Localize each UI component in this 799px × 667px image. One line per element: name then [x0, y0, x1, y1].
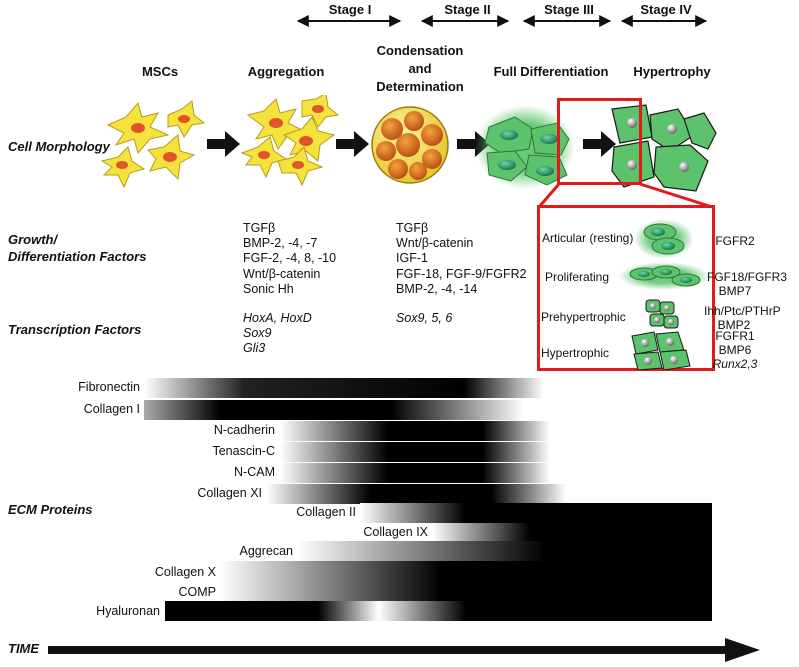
stage-2-label: Stage II: [444, 2, 491, 17]
ecm-label-collagen-ii: Collagen II: [296, 505, 356, 519]
ecm-bar-hyaluronan: [165, 601, 712, 621]
tf-agg-1: HoxA, HoxD: [243, 311, 312, 325]
zone-proliferating-factor-2: BMP7: [718, 284, 752, 298]
zone-cell-art: [618, 219, 710, 370]
gf-agg-4: Wnt/β-catenin: [243, 266, 321, 281]
growth-factors-aggregation: TGFβ BMP-2, -4, -7 FGF-2, -4, 8, -10 Wnt…: [243, 221, 336, 297]
zone-proliferating-label: Proliferating: [545, 270, 610, 284]
phase-condensation-2: and: [408, 61, 432, 76]
row-growth-2: Differentiation Factors: [8, 249, 147, 264]
cell-morphology-art: [100, 95, 717, 192]
phase-full-differentiation: Full Differentiation: [493, 64, 609, 79]
ecm-bar-collagen-i: [144, 400, 524, 420]
transcription-factors-aggregation: HoxA, HoxD Sox9 Gli3: [243, 311, 312, 357]
gf-cond-2: Wnt/β-catenin: [396, 236, 474, 251]
phase-aggregation: Aggregation: [247, 64, 325, 79]
gf-cond-1: TGFβ: [396, 221, 429, 235]
row-time: TIME: [8, 641, 40, 656]
ecm-bar-fibronectin: [144, 378, 544, 398]
gf-agg-1: TGFβ: [243, 221, 276, 235]
row-ecm: ECM Proteins: [8, 502, 93, 517]
gf-agg-2: BMP-2, -4, -7: [243, 236, 318, 251]
phase-condensation-3: Determination: [376, 79, 464, 94]
zone-hypertrophic-factor-3: Runx2,3: [712, 357, 758, 371]
msc-cells: [100, 100, 206, 189]
ecm-label-collagen-xi: Collagen XI: [197, 486, 262, 500]
morph-arrow-4: [583, 131, 616, 157]
morph-arrow-1: [207, 131, 240, 157]
ecm-bar-n-cadherin: [280, 421, 550, 441]
ecm-bar-aggrecan: [297, 541, 712, 561]
tf-cond-1: Sox9, 5, 6: [396, 311, 453, 325]
gf-cond-3: IGF-1: [396, 251, 428, 266]
hypertrophic-cells: [611, 104, 717, 192]
ecm-label-collagen-i: Collagen I: [83, 402, 140, 416]
ecm-bar-tenascin-c: [280, 442, 550, 462]
zone-hypertrophic-label: Hypertrophic: [541, 346, 610, 360]
ecm-label-tenascin-c: Tenascin-C: [212, 444, 275, 458]
tf-agg-3: Gli3: [243, 341, 266, 356]
highlight-box-small: [557, 98, 642, 185]
zone-hypertrophic-factor-2: BMP6: [718, 343, 752, 357]
aggregation-cells: [240, 95, 340, 187]
zone-articular-factor-1: FGFR2: [715, 234, 755, 248]
ecm-label-comp: COMP: [178, 585, 217, 599]
ecm-bar-comp: [220, 581, 712, 601]
zone-hypertrophic-factor-1: FGFR1: [715, 329, 755, 343]
ecm-label-collagen-x: Collagen X: [154, 565, 216, 579]
gf-cond-4: FGF-18, FGF-9/FGFR2: [396, 266, 527, 281]
ecm-bar-n-cam: [280, 463, 550, 483]
growth-plate-zones-box: [537, 205, 715, 371]
zone-articular-label: Articular (resting): [542, 231, 634, 245]
row-cell-morphology: Cell Morphology: [8, 139, 110, 154]
ecm-label-n-cadherin: N-cadherin: [213, 423, 275, 437]
ecm-bar-collagen-ii: [360, 503, 712, 523]
ecm-label-fibronectin: Fibronectin: [78, 380, 140, 394]
gf-agg-5: Sonic Hh: [243, 281, 294, 296]
stage-1-label: Stage I: [328, 2, 372, 17]
growth-factors-condensation: TGFβ Wnt/β-catenin IGF-1 FGF-18, FGF-9/F…: [396, 221, 527, 297]
tf-agg-2: Sox9: [243, 326, 272, 341]
differentiated-cells: [475, 105, 575, 189]
row-transcription: Transcription Factors: [8, 322, 142, 337]
phase-hypertrophy: Hypertrophy: [633, 64, 711, 79]
row-growth-1: Growth/: [8, 232, 58, 247]
zone-proliferating-factor-1: FGF18/FGFR3: [707, 270, 788, 284]
ecm-bar-collagen-x: [220, 561, 712, 581]
transcription-factors-condensation: Sox9, 5, 6: [396, 311, 452, 326]
ecm-bar-collagen-ix: [432, 523, 712, 543]
phase-mscs: MSCs: [141, 64, 179, 79]
gf-agg-3: FGF-2, -4, 8, -10: [243, 251, 337, 266]
morph-arrow-2: [336, 131, 369, 157]
ecm-label-n-cam: N-CAM: [234, 465, 275, 479]
zone-prehypertrophic-label: Prehypertrophic: [541, 310, 626, 324]
ecm-bar-collagen-xi: [266, 484, 566, 504]
zone-prehypertrophic-factor-2: BMP2: [717, 318, 751, 332]
stage-3-label: Stage III: [544, 2, 594, 17]
gf-cond-5: BMP-2, -4, -14: [396, 281, 478, 296]
ecm-label-collagen-ix: Collagen IX: [363, 525, 428, 539]
zone-prehypertrophic-factor-1: Ihh/Ptc/PTHrP: [704, 304, 781, 318]
ecm-label-aggrecan: Aggrecan: [239, 544, 293, 558]
condensation-sphere: [371, 106, 449, 184]
stage-4-label: Stage IV: [640, 2, 692, 17]
ecm-label-hyaluronan: Hyaluronan: [96, 604, 160, 618]
time-arrow: [48, 638, 760, 662]
phase-condensation-1: Condensation: [376, 43, 464, 58]
stage-arrows: [296, 15, 708, 27]
